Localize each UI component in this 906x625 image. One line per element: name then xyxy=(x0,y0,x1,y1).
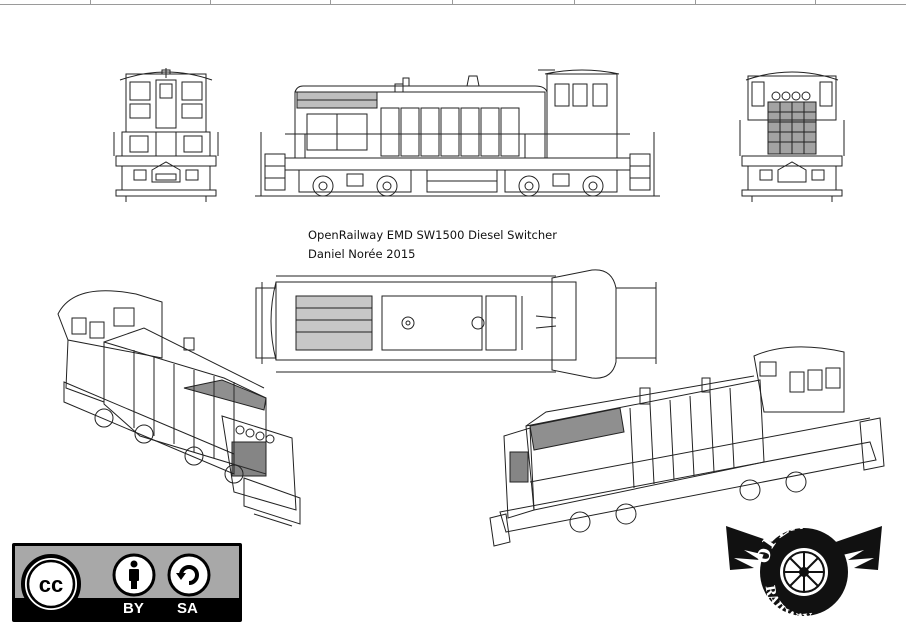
sheet-tick xyxy=(452,0,453,4)
sheet-border xyxy=(0,0,906,5)
sa-label: SA xyxy=(177,600,198,617)
openrailway-logo: OPEN RAILWAY xyxy=(726,516,882,625)
front-view-drawing xyxy=(113,68,219,202)
sa-share-alike-icon xyxy=(167,553,211,597)
sheet-tick xyxy=(90,0,91,4)
drawing-title: OpenRailway EMD SW1500 Diesel Switcher xyxy=(308,228,557,242)
sheet-tick xyxy=(695,0,696,4)
drawing-caption: OpenRailway EMD SW1500 Diesel Switcher D… xyxy=(308,226,557,264)
cc-by-sa-badge[interactable]: cc BY SA xyxy=(12,543,242,622)
top-view-drawing xyxy=(255,269,657,379)
cc-icon: cc xyxy=(21,554,81,614)
cc-icon-text: cc xyxy=(39,572,63,597)
sheet-tick xyxy=(574,0,575,4)
side-view-drawing xyxy=(255,69,660,197)
sheet-tick xyxy=(815,0,816,4)
sheet-tick xyxy=(210,0,211,4)
isometric-left-drawing xyxy=(57,290,301,527)
by-label: BY xyxy=(123,600,144,617)
drawing-author: Daniel Norée 2015 xyxy=(308,247,416,261)
sheet-tick xyxy=(330,0,331,4)
by-attribution-icon xyxy=(112,553,156,597)
isometric-right-drawing xyxy=(489,346,885,547)
rear-view-drawing xyxy=(739,71,845,202)
